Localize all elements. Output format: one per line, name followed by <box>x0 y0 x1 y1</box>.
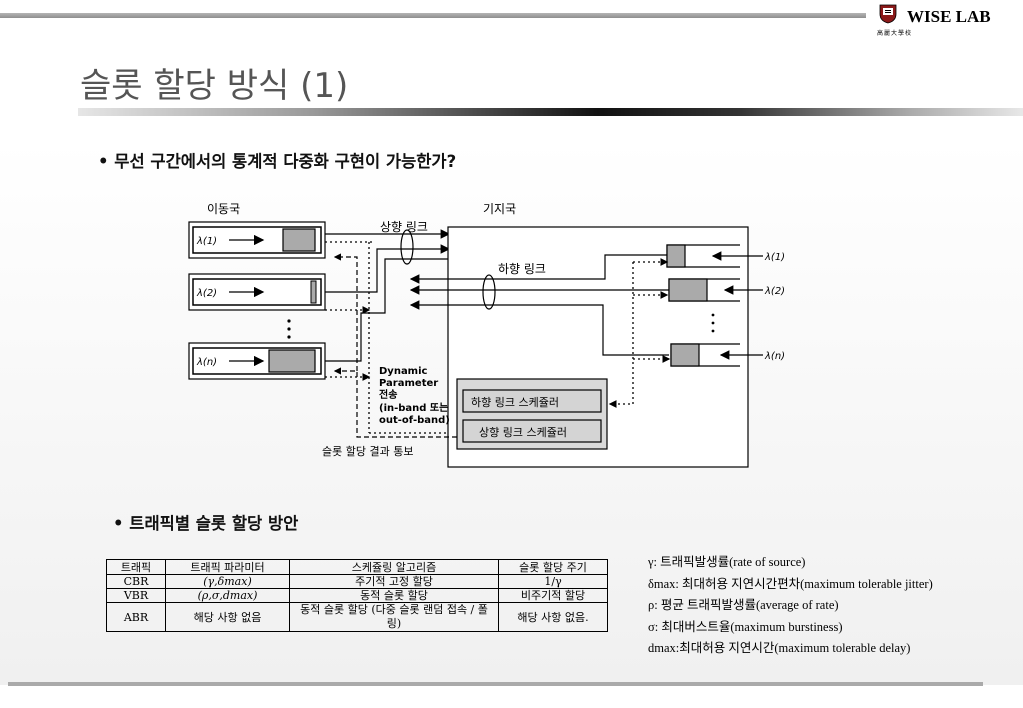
mobile-ellipsis <box>287 319 291 339</box>
dynamic-param-line-4: (in-band 또는 <box>379 402 448 414</box>
lambda-right-n: λ(n) <box>764 351 785 362</box>
mobile-queue-2 <box>188 273 326 311</box>
parameter-legend: γ: 트래픽발생률(rate of source) δmax: 최대허용 지연시… <box>648 552 933 660</box>
table-header: 스케쥴링 알고리즘 <box>289 559 499 575</box>
table-row: ABR 해당 사항 없음 동적 슬롯 할당 (다중 슬롯 랜덤 접속 / 폴링)… <box>106 602 608 632</box>
lambda-left-2: λ(2) <box>196 288 217 299</box>
bottom-rule <box>8 682 983 686</box>
dynamic-param-line-2: Parameter <box>379 378 438 389</box>
uplink-lines <box>325 229 451 362</box>
uplink-scheduler-label: 상향 링크 스케쥴러 <box>479 426 567 439</box>
bullet-statistical-multiplexing: • 무선 구간에서의 통계적 다중화 구현이 가능한가? <box>98 152 457 171</box>
mobile-station-label: 이동국 <box>207 202 240 216</box>
dynamic-param-line-3: 전송 <box>379 388 397 401</box>
downlink-label: 하향 링크 <box>498 262 546 276</box>
table-cell: 동적 슬롯 할당 <box>289 588 499 603</box>
downlink-scheduler-label: 하향 링크 스케쥴러 <box>471 395 559 409</box>
table-header: 슬롯 할당 주기 <box>498 559 608 575</box>
downlink-bundle-ring <box>482 274 496 310</box>
table-cell: 주기적 고정 할당 <box>289 574 499 589</box>
lambda-right-2: λ(2) <box>764 286 785 297</box>
legend-item: dmax:최대허용 지연시간(maximum tolerable delay) <box>648 641 911 655</box>
table-header: 트래픽 파라미터 <box>165 559 290 575</box>
base-queue-1 <box>666 244 763 268</box>
dynamic-param-line-1: Dynamic <box>379 366 428 377</box>
table-cell: (ρ,σ,dmax) <box>165 588 290 603</box>
base-station-label: 기지국 <box>483 202 516 216</box>
traffic-slot-table: 트래픽 트래픽 파라미터 스케쥴링 알고리즘 슬롯 할당 주기 CBR (γ,δ… <box>106 559 608 632</box>
table-cell: 비주기적 할당 <box>498 588 608 603</box>
mobile-queue-1 <box>188 221 326 259</box>
lambda-right-1: λ(1) <box>764 252 785 263</box>
page-title: 슬롯 할당 방식 (1) <box>80 66 349 106</box>
table-cell: ABR <box>106 602 166 632</box>
brand-name: WISE LAB <box>907 7 991 26</box>
mobile-queue-n <box>188 342 326 380</box>
legend-item: ρ: 평균 트래픽발생률(average of rate) <box>648 598 839 612</box>
scheduler-box <box>456 378 608 450</box>
brand-subtitle: 高麗大學校 <box>877 30 913 37</box>
uplink-bundle-ring <box>400 229 414 265</box>
result-dashed-lines <box>333 253 457 438</box>
table-row: VBR (ρ,σ,dmax) 동적 슬롯 할당 비주기적 할당 <box>106 588 608 603</box>
legend-item: σ: 최대버스트율(maximum burstiness) <box>648 619 843 634</box>
base-ellipsis <box>711 313 715 333</box>
table-cell: 해당 사항 없음. <box>498 602 608 632</box>
table-header: 트래픽 <box>106 559 166 575</box>
top-rule <box>0 13 866 18</box>
base-queue-2 <box>668 278 763 302</box>
dynamic-param-line-5: out-of-band) <box>379 415 450 426</box>
university-crest-icon <box>879 4 897 24</box>
lambda-left-n: λ(n) <box>196 357 217 368</box>
table-cell: 1/γ <box>498 574 608 589</box>
table-cell: VBR <box>106 588 166 603</box>
slot-allocation-diagram: 이동국 기지국 λ(1) λ(2) λ(n) 상향 링크 <box>188 202 785 468</box>
table-cell: (γ,δmax) <box>165 574 290 589</box>
table-cell: CBR <box>106 574 166 589</box>
lambda-left-1: λ(1) <box>196 236 217 247</box>
downlink-lines <box>409 254 669 356</box>
slot-result-label: 슬롯 할당 결과 통보 <box>322 445 413 458</box>
legend-item: δmax: 최대허용 지연시간편차(maximum tolerable jitt… <box>648 576 933 591</box>
base-queue-n <box>670 343 763 367</box>
title-underline <box>78 108 1023 116</box>
bullet-traffic-slot-allocation: • 트래픽별 슬롯 할당 방안 <box>113 514 299 533</box>
legend-item: γ: 트래픽발생률(rate of source) <box>648 555 806 569</box>
table-header-row: 트래픽 트래픽 파라미터 스케쥴링 알고리즘 슬롯 할당 주기 <box>106 559 608 575</box>
control-dotted-lines <box>325 241 671 434</box>
uplink-label: 상향 링크 <box>380 220 428 234</box>
table-cell: 해당 사항 없음 <box>165 602 290 632</box>
table-cell: 동적 슬롯 할당 (다중 슬롯 랜덤 접속 / 폴링) <box>289 602 499 632</box>
table-row: CBR (γ,δmax) 주기적 고정 할당 1/γ <box>106 574 608 589</box>
